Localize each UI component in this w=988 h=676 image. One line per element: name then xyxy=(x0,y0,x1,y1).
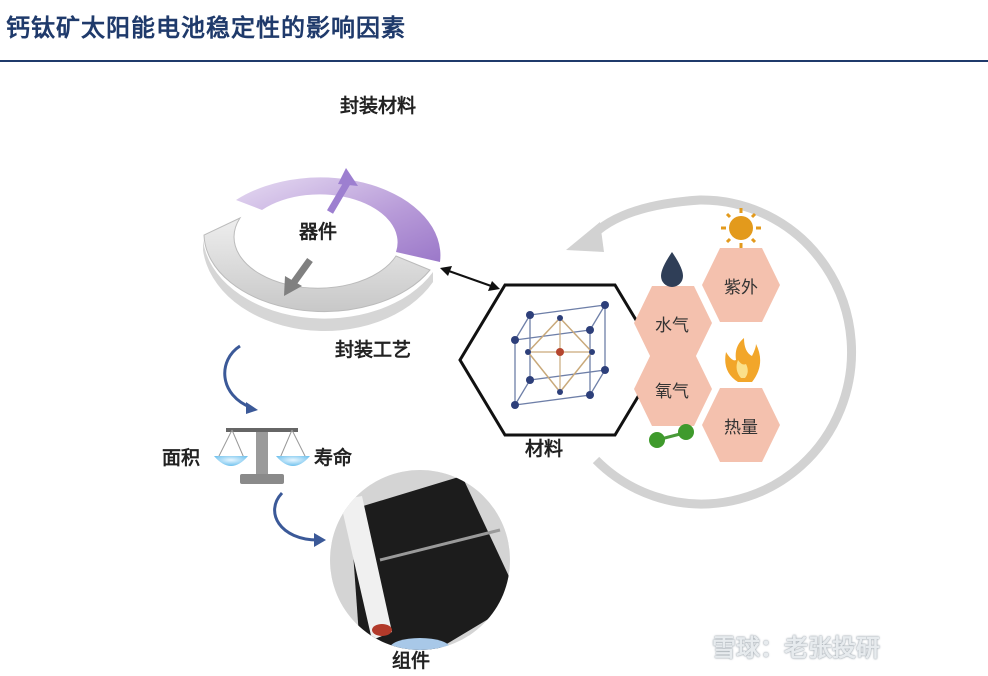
oxygen-label: 氧气 xyxy=(655,382,689,402)
module-photo xyxy=(330,470,510,650)
cycle-arrow xyxy=(566,195,857,509)
module-label: 组件 xyxy=(392,650,431,672)
encapsulation-ring xyxy=(203,177,441,332)
sun-icon xyxy=(721,208,761,248)
hex-moisture xyxy=(634,286,712,360)
oxygen-molecule-icon xyxy=(649,424,694,448)
material-label: 材料 xyxy=(525,438,564,460)
hex-heat xyxy=(702,388,780,462)
balance-scale-icon xyxy=(214,428,310,484)
factor-hexagons xyxy=(634,248,780,462)
down-arrow-shaft xyxy=(289,257,313,288)
encapsulation-process-label: 封装工艺 xyxy=(335,339,412,361)
ring-purple-arc xyxy=(236,177,441,262)
up-arrow-head xyxy=(338,168,358,186)
flame-icon xyxy=(725,338,761,382)
ring-gray-edge xyxy=(203,240,433,332)
page-title: 钙钛矿太阳能电池稳定性的影响因素 xyxy=(6,14,406,42)
title-divider xyxy=(0,60,988,62)
encapsulation-material-label: 封装材料 xyxy=(340,95,417,117)
water-drop-icon xyxy=(661,252,683,287)
ring-gray-arc xyxy=(203,216,431,312)
flow-arrows-left xyxy=(223,344,326,547)
area-label: 面积 xyxy=(162,447,201,469)
watermark: 雪球：老张投研 xyxy=(712,634,880,662)
lifetime-label: 寿命 xyxy=(314,447,353,469)
perovskite-crystal-icon xyxy=(511,301,609,409)
device-label: 器件 xyxy=(299,221,338,243)
device-arrows xyxy=(284,168,358,296)
arrow-to-balance xyxy=(223,344,253,410)
heat-label: 热量 xyxy=(724,418,758,438)
hex-uv xyxy=(702,248,780,322)
down-arrow-head xyxy=(284,276,302,296)
ring-material-connector xyxy=(440,266,500,291)
moisture-label: 水气 xyxy=(655,316,689,336)
arrow-to-module xyxy=(273,491,319,542)
uv-label: 紫外 xyxy=(724,278,758,298)
hex-oxygen xyxy=(634,352,712,426)
